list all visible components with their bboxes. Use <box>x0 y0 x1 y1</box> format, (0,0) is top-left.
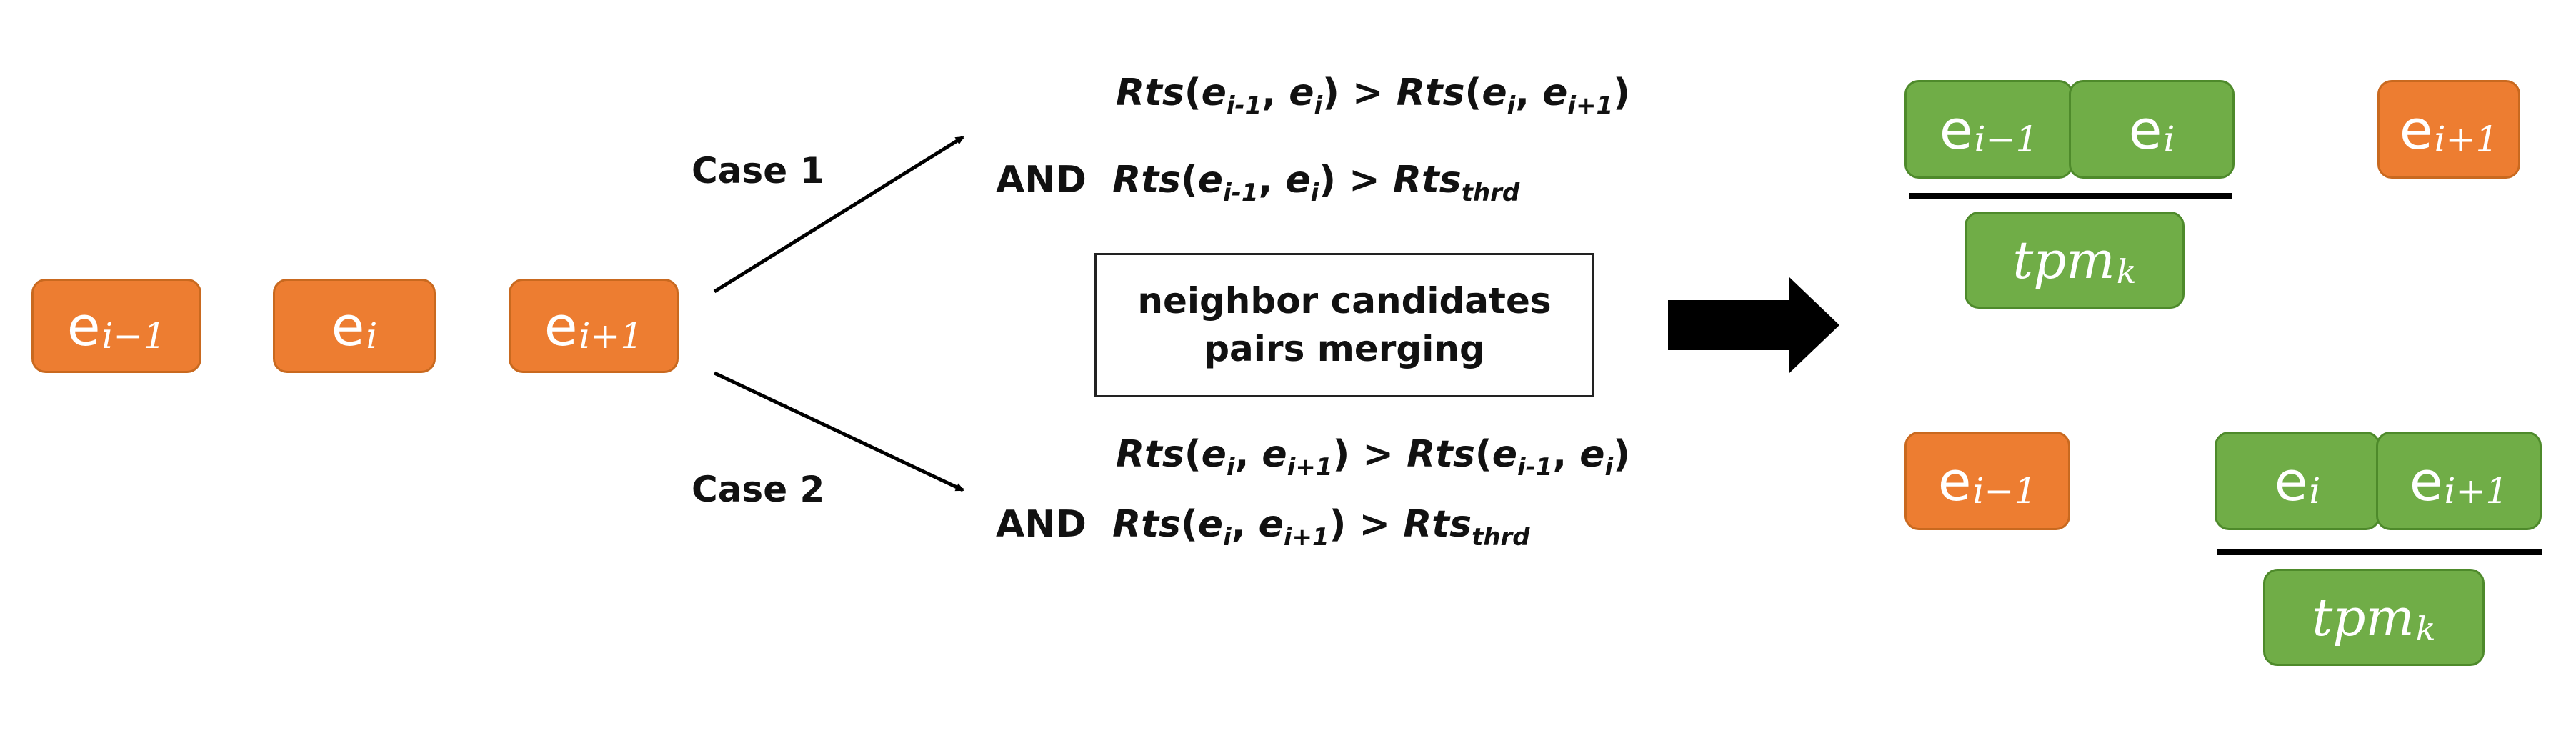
case1-label: Case 1 <box>692 150 825 192</box>
case2-label: Case 2 <box>692 469 825 510</box>
case1-condition-line1: Rts(ei-1, ei) > Rts(ei, ei+1) <box>1116 71 1630 120</box>
box-line1: neighbor candidates <box>1137 279 1552 322</box>
case2-condition-line1: Rts(ei, ei+1) > Rts(ei-1, ei) <box>1116 433 1630 482</box>
case2-condition-line2: AND Rts(ei, ei+1) > Rtsthrd <box>996 503 1530 552</box>
case2-arrow <box>713 371 964 492</box>
case1-condition-line2: AND Rts(ei-1, ei) > Rtsthrd <box>996 159 1520 207</box>
merge-underline-case2 <box>2217 549 2542 555</box>
neighbor-candidates-box: neighbor candidates pairs merging <box>1094 253 1594 397</box>
big-right-arrow-icon <box>1668 277 1839 373</box>
case1-arrow <box>713 135 964 294</box>
merge-underline-case1 <box>1909 193 2232 199</box>
box-line2: pairs merging <box>1204 328 1485 369</box>
